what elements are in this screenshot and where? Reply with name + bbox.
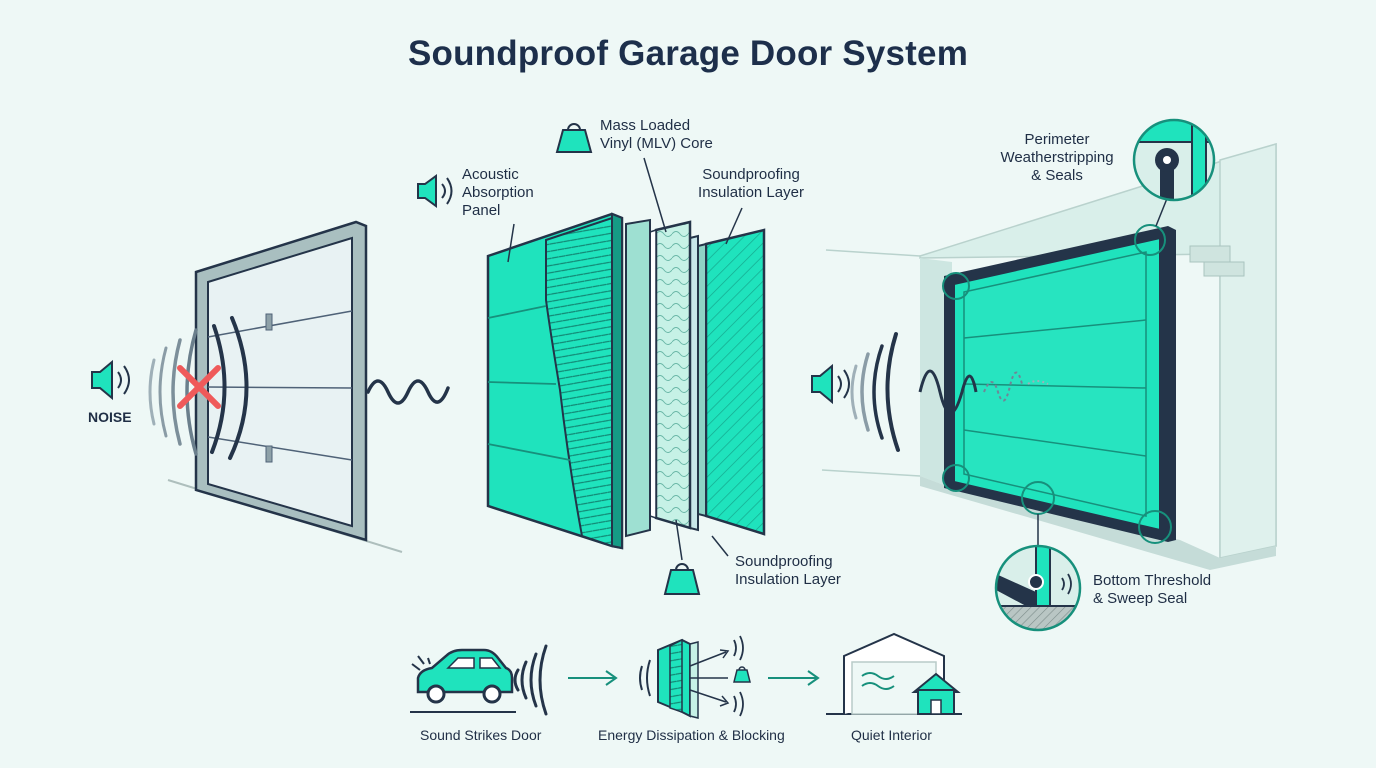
- step-energy-dissipation: Energy Dissipation & Blocking: [598, 727, 785, 743]
- weatherstripping-label: Perimeter Weatherstripping & Seals: [1000, 131, 1114, 184]
- left-door-scene: [91, 220, 450, 553]
- weight-icon: [555, 123, 593, 153]
- insulation-layer-back: [704, 228, 766, 536]
- mlv-core-cutaway: [545, 216, 613, 548]
- step-quiet-interior: Quiet Interior: [851, 727, 932, 743]
- layered-door-section: [417, 123, 766, 595]
- incoming-sound-waves: [148, 316, 249, 460]
- mlv-core-label: Mass Loaded Vinyl (MLV) Core: [600, 117, 713, 152]
- weatherstrip-detail: [1132, 118, 1216, 202]
- noise-label: NOISE: [88, 409, 132, 425]
- speaker-icon-panel: [417, 174, 453, 208]
- garage-sound-waves: [850, 332, 900, 452]
- garage-scene: [811, 118, 1277, 632]
- arrow-icon-2: [768, 670, 820, 686]
- fiber-insulation-layer: [654, 220, 692, 530]
- speaker-icon: [91, 359, 130, 401]
- bottom-threshold-label: Bottom Threshold & Sweep Seal: [1093, 572, 1212, 607]
- acoustic-panel-label: Acoustic Absorption Panel: [462, 166, 534, 219]
- insulation-bottom-label: Soundproofing Insulation Layer: [735, 553, 841, 588]
- quiet-garage-icon: [826, 632, 962, 715]
- car-icon: [410, 648, 516, 713]
- transmitted-wave: [366, 379, 450, 405]
- dissipation-icon: [639, 635, 751, 719]
- step-sound-strikes-door: Sound Strikes Door: [420, 727, 542, 743]
- process-row: [410, 632, 962, 719]
- insulation-top-label: Soundproofing Insulation Layer: [698, 166, 804, 201]
- speaker-icon-garage: [811, 363, 850, 405]
- seal-markers: [942, 224, 1172, 544]
- threshold-detail: [994, 544, 1082, 632]
- page-title: Soundproof Garage Door System: [407, 34, 969, 73]
- blocked-x-icon: [177, 365, 221, 409]
- car-sound-waves: [513, 644, 548, 716]
- arrow-icon: [568, 670, 618, 686]
- weight-icon-bottom: [663, 563, 701, 595]
- left-door-panel: [207, 236, 353, 528]
